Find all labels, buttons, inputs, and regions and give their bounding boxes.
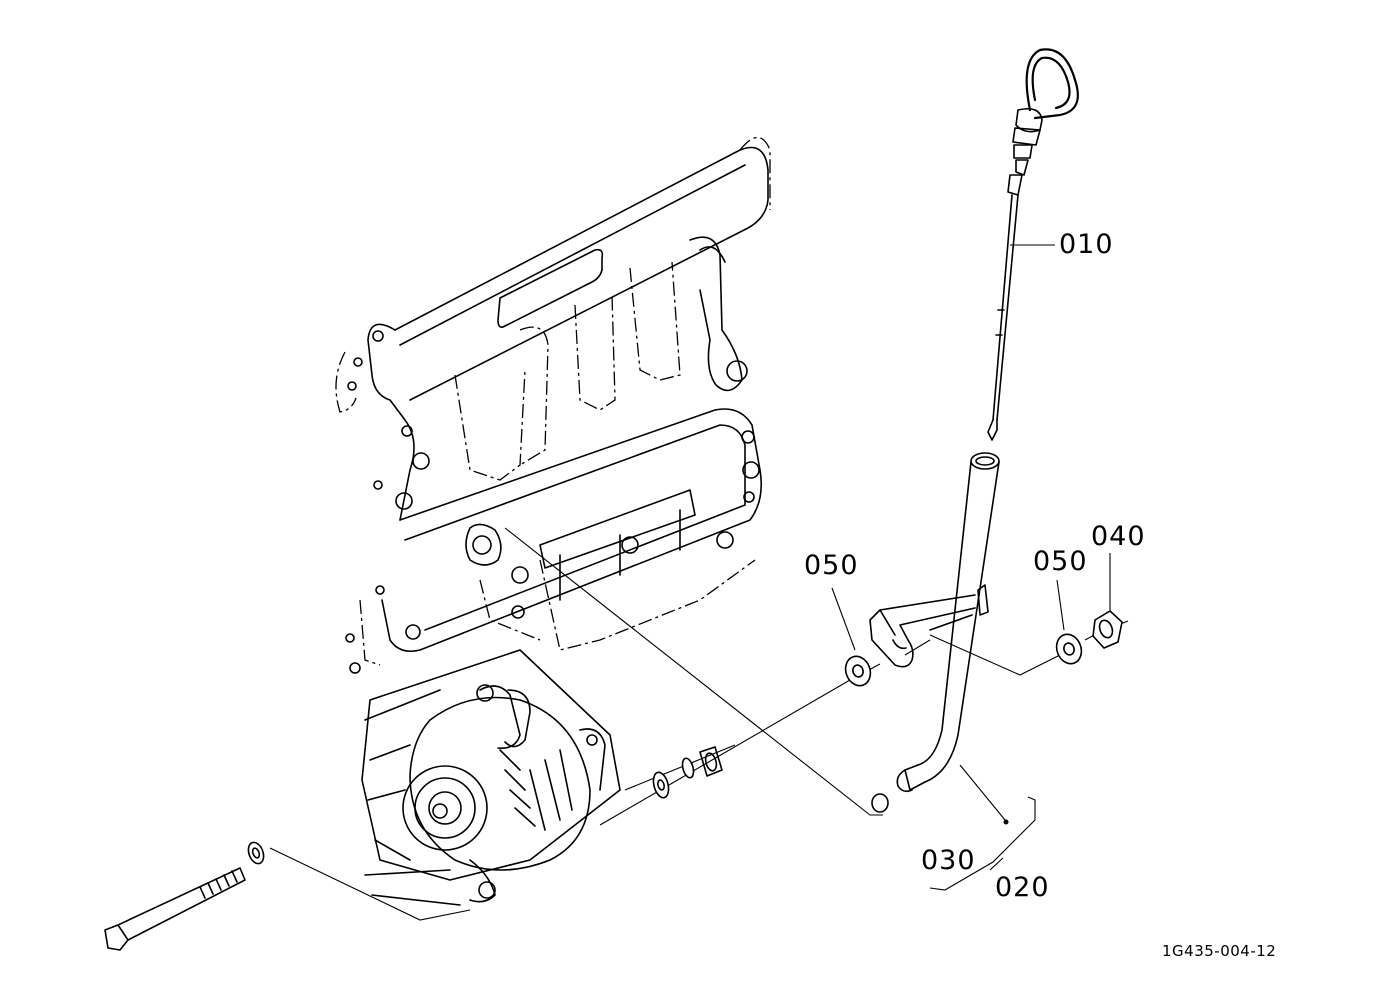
mount-hardware xyxy=(652,746,723,799)
nut-drawing xyxy=(1092,610,1123,649)
part-label-050-left: 050 xyxy=(804,550,859,581)
engine-block xyxy=(335,136,771,674)
part-label-020: 020 xyxy=(995,872,1050,903)
part-label-040: 040 xyxy=(1091,521,1146,552)
o-ring-drawing xyxy=(871,793,889,813)
part-leaders xyxy=(831,244,1111,891)
part-label-050-right: 050 xyxy=(1033,546,1088,577)
washer-left-drawing xyxy=(844,655,872,687)
figure-reference-code: 1G435-004-12 xyxy=(1162,942,1277,960)
bolt xyxy=(104,841,265,951)
part-label-010: 010 xyxy=(1059,229,1114,260)
part-label-030: 030 xyxy=(921,845,976,876)
oil-dipstick-drawing xyxy=(987,48,1079,441)
alternator xyxy=(361,649,621,906)
washer-right-drawing xyxy=(1055,633,1083,665)
dipstick-guide-tube-drawing xyxy=(869,452,1000,793)
